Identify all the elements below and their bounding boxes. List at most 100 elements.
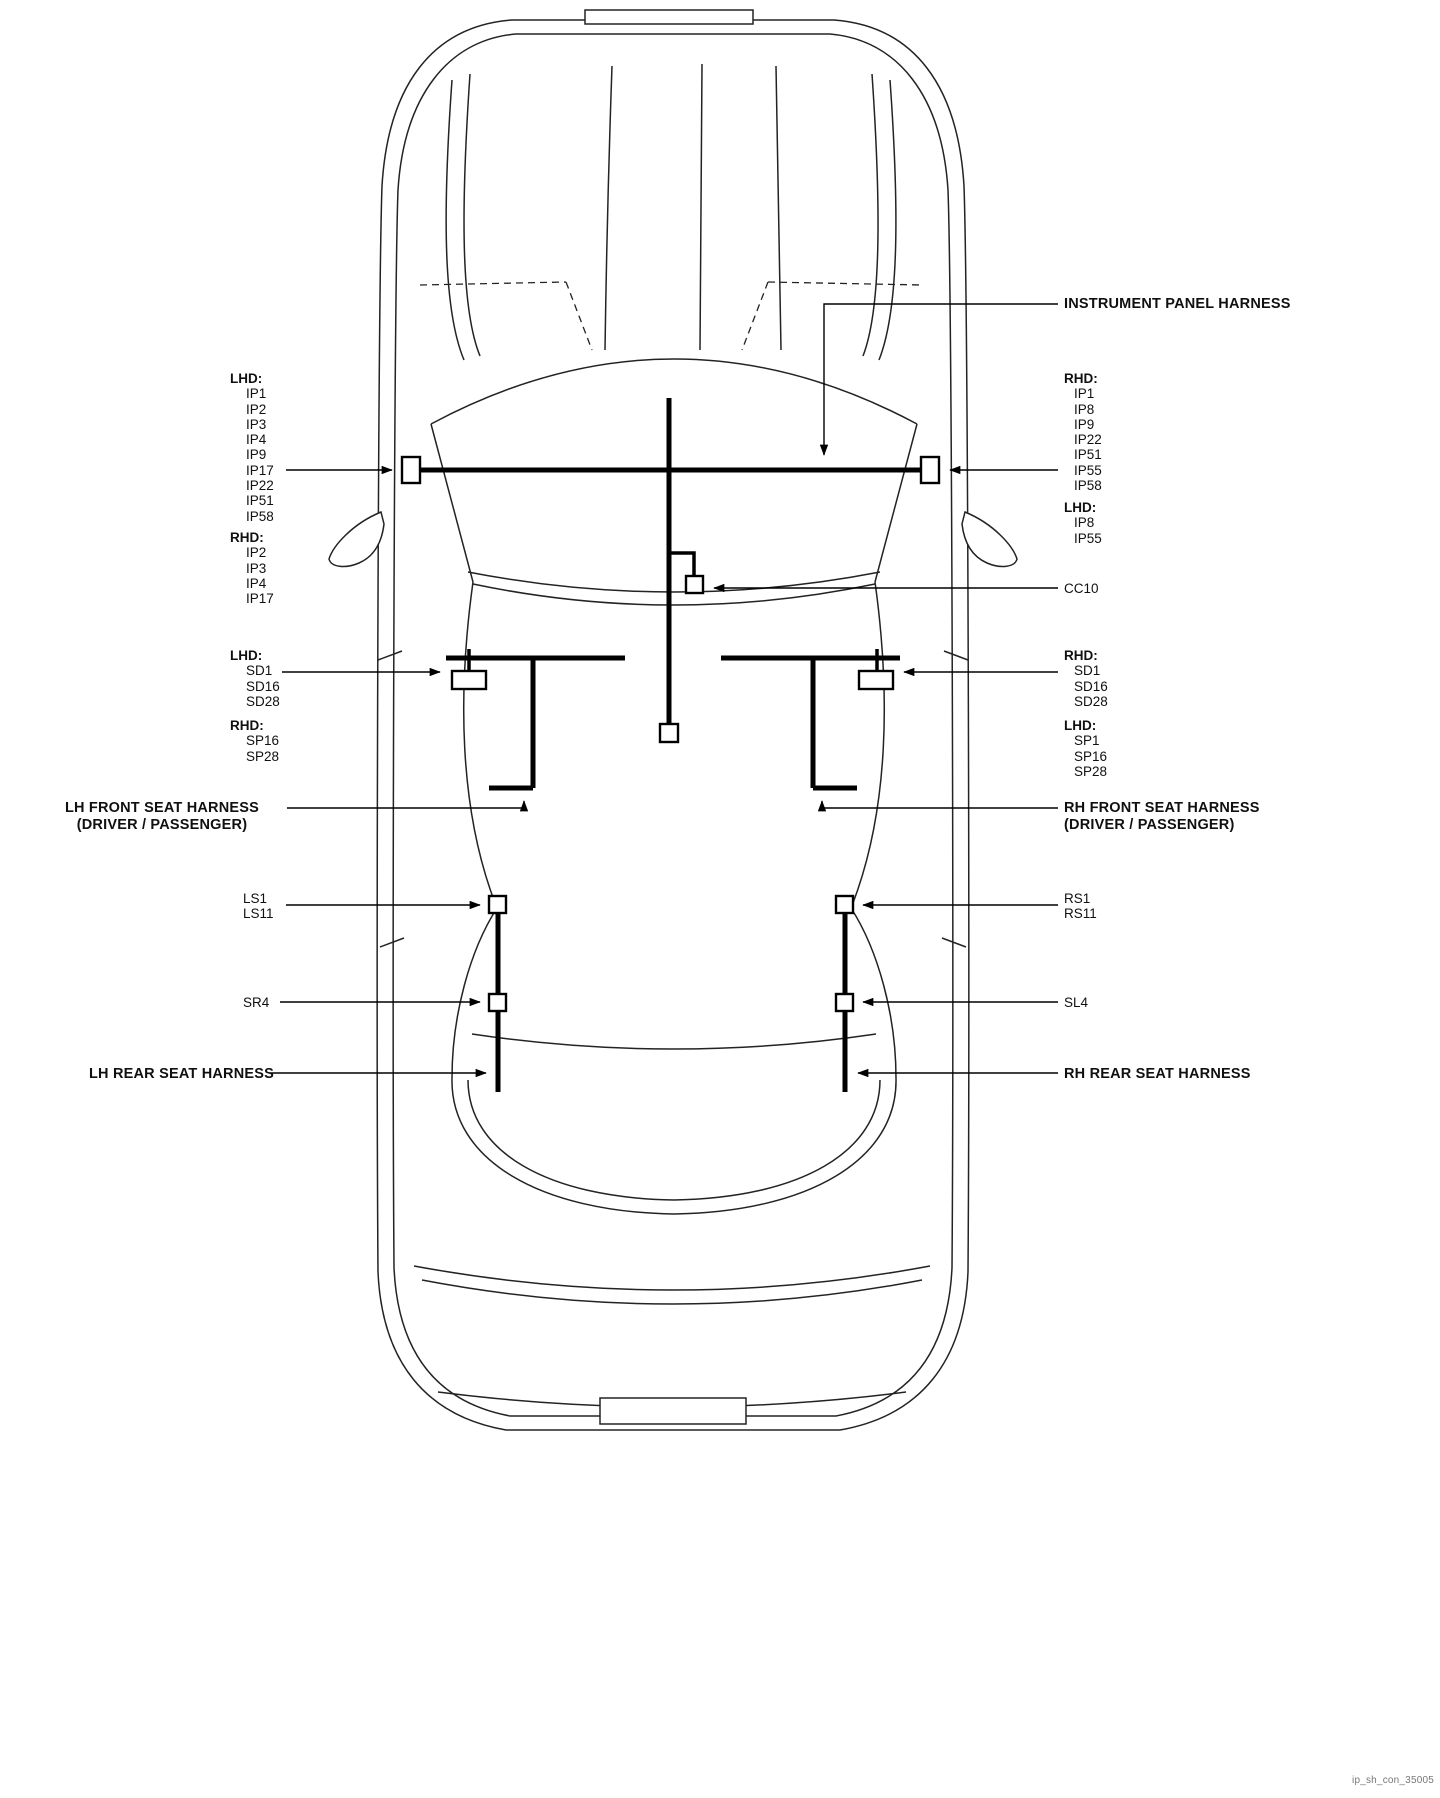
cc10-connector <box>684 574 705 595</box>
door-cut <box>377 650 403 661</box>
a-pillar-left <box>430 423 474 583</box>
front-roof-seam <box>584 9 754 25</box>
connector-label: IP2 <box>246 545 267 561</box>
connector-label: IP9 <box>1074 416 1095 432</box>
connector-label: IP4 <box>246 575 267 591</box>
rhd-header: RHD: <box>1064 648 1098 663</box>
leader-lh-front-seat <box>287 800 529 812</box>
connector-label: SP16 <box>1074 748 1108 764</box>
harness-name: LH REAR SEAT HARNESS <box>89 1066 274 1082</box>
roof-rib <box>463 73 481 357</box>
connector-label: IP4 <box>246 432 267 448</box>
callout-right-seat-lhd: LHD: SP1 SP16 SP28 <box>1064 718 1107 779</box>
door-cut <box>943 650 969 661</box>
rhd-header: RHD: <box>230 718 264 733</box>
roof-rib <box>878 79 897 361</box>
harness-name: RH REAR SEAT HARNESS <box>1064 1066 1251 1082</box>
callout-left-seat-rhd: RHD: SP16 SP28 <box>230 718 279 764</box>
sd-connector-right <box>857 669 895 691</box>
connector-label: IP3 <box>246 416 267 432</box>
connector-label: IP17 <box>246 591 274 607</box>
connector-label: IP9 <box>246 447 267 463</box>
sill-right <box>850 581 886 909</box>
connector-label: RS11 <box>1064 906 1097 922</box>
car-body-outer <box>376 19 970 1431</box>
rear-quarter-right <box>850 907 897 1079</box>
leader-instrument-panel <box>819 303 1058 456</box>
connector-label: IP8 <box>1074 401 1095 417</box>
roof-rib <box>862 73 879 357</box>
cowl-arc <box>472 583 876 606</box>
lhd-header: LHD: <box>230 371 263 386</box>
connector-label: SP16 <box>246 733 280 749</box>
connector-label: IP51 <box>1074 447 1102 463</box>
sill-left <box>462 581 498 909</box>
trunk-arc <box>413 1265 931 1291</box>
connector-label: IP17 <box>246 462 274 478</box>
car-outline <box>328 9 1018 1431</box>
connector-label: SD28 <box>246 693 280 709</box>
connector-label: SP28 <box>1074 763 1108 779</box>
harness-name: INSTRUMENT PANEL HARNESS <box>1064 296 1291 312</box>
callout-rh-front-seat-harness: RH FRONT SEAT HARNESS (DRIVER / PASSENGE… <box>1064 800 1260 834</box>
connector-label: IP1 <box>1074 386 1095 402</box>
callout-sr4: SR4 <box>243 995 269 1010</box>
sr4-connector <box>487 992 508 1013</box>
callout-right-ip-rhd: RHD: IP1 IP8 IP9 IP22 IP51 IP55 IP58 <box>1064 371 1102 493</box>
connector-label: SD1 <box>1074 663 1101 679</box>
connector-label: IP58 <box>1074 478 1102 494</box>
harness-name-line1: LH FRONT SEAT HARNESS <box>64 800 260 816</box>
harness-name-line1: RH FRONT SEAT HARNESS <box>1064 800 1260 816</box>
roof-rib <box>445 79 465 361</box>
sd-connector-left <box>450 669 488 691</box>
rs-connector <box>834 894 855 915</box>
rhd-header: RHD: <box>1064 371 1098 386</box>
connector-label: IP22 <box>1074 432 1102 448</box>
connector-label: IP51 <box>246 493 274 509</box>
cowl-arc <box>467 571 881 593</box>
door-cut <box>379 937 405 948</box>
rear-window-inner <box>467 1079 881 1201</box>
callout-left-ip-lhd: LHD: IP1 IP2 IP3 IP4 IP9 IP17 IP22 IP51 … <box>230 371 274 524</box>
mirror-left <box>328 510 385 568</box>
roof-rib <box>699 63 703 351</box>
center-end-connector <box>658 722 680 744</box>
ip-connector-left <box>400 455 422 485</box>
callout-lh-rear-seat-harness: LH REAR SEAT HARNESS <box>30 1066 274 1083</box>
rear-quarter-left <box>451 907 498 1079</box>
trunk-arc <box>421 1279 923 1305</box>
door-cut <box>941 937 967 948</box>
callout-lh-front-seat-harness: LH FRONT SEAT HARNESS (DRIVER / PASSENGE… <box>40 800 284 834</box>
figure-id-watermark: ip_sh_con_35005 <box>1352 1775 1434 1786</box>
connector-label: SP1 <box>1074 733 1100 749</box>
harness-name-line2: (DRIVER / PASSENGER) <box>1064 817 1235 833</box>
connector-label: RS1 <box>1064 891 1091 906</box>
connector-label: IP55 <box>1074 530 1102 546</box>
connector-label: IP1 <box>246 386 267 402</box>
connector-label: SP28 <box>246 748 280 764</box>
lhd-header: LHD: <box>1064 500 1097 515</box>
callout-instrument-panel-harness: INSTRUMENT PANEL HARNESS <box>1064 296 1291 313</box>
callout-ls: LS1 LS11 <box>243 891 274 922</box>
license-plate-area <box>599 1397 747 1425</box>
sl4-connector <box>834 992 855 1013</box>
mirror-right <box>961 510 1018 568</box>
connector-label: SD28 <box>1074 693 1108 709</box>
ip-connector-right <box>919 455 941 485</box>
callout-left-seat-lhd: LHD: SD1 SD16 SD28 <box>230 648 280 709</box>
connector-label: SD1 <box>246 663 273 679</box>
connector-label: IP55 <box>1074 462 1102 478</box>
callout-right-seat-rhd: RHD: SD1 SD16 SD28 <box>1064 648 1108 709</box>
leader-lines <box>270 303 1058 1078</box>
rear-window-outer <box>451 1077 897 1215</box>
connector-label: SD16 <box>1074 678 1108 694</box>
lhd-header: LHD: <box>1064 718 1097 733</box>
windshield-arc <box>430 358 918 425</box>
connector-label: SL4 <box>1064 995 1089 1010</box>
connector-label: IP8 <box>1074 515 1095 531</box>
connector-label: IP3 <box>246 560 267 576</box>
callout-rh-rear-seat-harness: RH REAR SEAT HARNESS <box>1064 1066 1251 1083</box>
lhd-header: LHD: <box>230 648 263 663</box>
